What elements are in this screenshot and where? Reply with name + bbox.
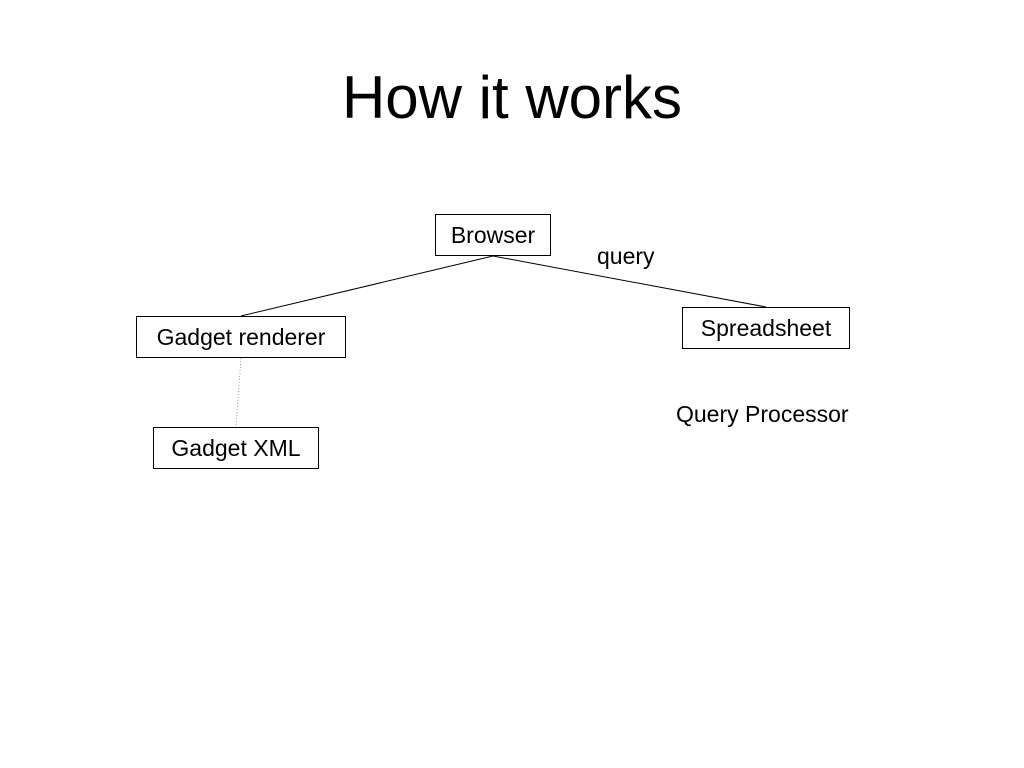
query-processor-label: Query Processor: [676, 401, 849, 427]
gadget-renderer-node-label: Gadget renderer: [156, 324, 326, 350]
browser-to-gadget-renderer-connector: [240, 255, 494, 317]
gadget-renderer-node: Gadget renderer: [136, 316, 346, 358]
gadget-renderer-to-gadget-xml-connector: [235, 357, 242, 428]
gadget-xml-node: Gadget XML: [153, 427, 319, 469]
spreadsheet-node-label: Spreadsheet: [700, 315, 832, 341]
browser-to-spreadsheet-connector: [492, 255, 767, 308]
query-label: query: [597, 243, 655, 269]
slide-title: How it works: [341, 64, 683, 131]
gadget-xml-node-label: Gadget XML: [171, 435, 301, 461]
browser-node: Browser: [435, 214, 551, 256]
browser-node-label: Browser: [450, 222, 536, 248]
spreadsheet-node: Spreadsheet: [682, 307, 850, 349]
